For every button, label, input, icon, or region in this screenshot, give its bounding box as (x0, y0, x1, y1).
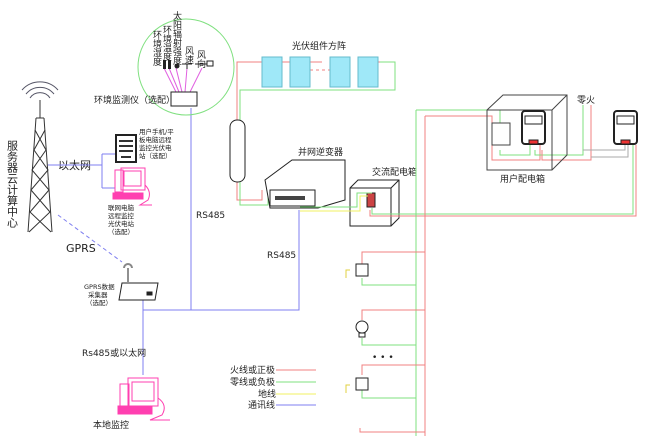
ac-wires (300, 105, 637, 436)
svg-text:远程监控: 远程监控 (108, 211, 135, 220)
legend-ground-label: 地线 (258, 388, 276, 400)
rs485-label-b: RS485 (267, 251, 296, 261)
svg-text:板电脑远程: 板电脑远程 (139, 135, 172, 144)
phone-label: 用户手机/平 板电脑远程 监控光伏电 站（选配） (139, 127, 174, 160)
env-monitor-label: 环境监测仪（选配） (94, 94, 175, 106)
local-monitor-label: 本地监控 (93, 419, 129, 431)
socket-icon-2 (345, 377, 369, 393)
svg-text:环境温度: 环境温度 (161, 25, 172, 62)
svg-text:GPRS数据: GPRS数据 (84, 282, 115, 291)
svg-text:风向: 风向 (195, 50, 206, 68)
legend-neutral-label: 零线或负极 (230, 376, 275, 388)
gprs-collector-label: GPRS数据 采集器 （选配） (84, 282, 115, 307)
server-text: 服务器云计算中心 (6, 140, 19, 228)
sensor-icons (163, 60, 214, 69)
user-distribution-box (486, 94, 568, 171)
svg-text:采集器: 采集器 (88, 290, 108, 299)
kwh-meter-icon-2 (613, 110, 638, 145)
svg-text:站（选配）: 站（选配） (139, 151, 172, 160)
user-box-label: 用户配电箱 (500, 173, 545, 185)
remote-computer-label: 联网电脑 远程监控 光伏电站 （选配） (108, 203, 135, 236)
svg-text:光伏电站: 光伏电站 (108, 219, 135, 228)
legend-live-label: 火线或正极 (230, 364, 275, 376)
sensor-labels: 环境湿度 环境温度 太阳辐射强度 风速 风向 (151, 10, 206, 68)
local-computer-icon (117, 377, 170, 421)
svg-text:（选配）: （选配） (86, 298, 112, 307)
legend-comm-label: 通讯线 (248, 399, 275, 411)
lamp-icon (355, 320, 369, 338)
inverter-icon (264, 159, 346, 209)
server-label-vertical: 服务器云计算中心 (6, 140, 19, 228)
server-tower-icon (21, 81, 59, 233)
svg-text:太阳辐射强度: 太阳辐射强度 (171, 10, 182, 66)
sensor-wires (163, 67, 203, 93)
svg-text:用户手机/平: 用户手机/平 (139, 127, 174, 136)
svg-text:（选配）: （选配） (108, 227, 134, 236)
svg-text:监控光伏电: 监控光伏电 (139, 143, 172, 152)
pv-array-label: 光伏组件方阵 (292, 40, 346, 52)
svg-text:联网电脑: 联网电脑 (108, 203, 135, 212)
pv-wires (236, 61, 396, 206)
load-wires (359, 251, 425, 433)
gprs-label: GPRS (66, 242, 96, 255)
ac-box-label: 交流配电箱 (372, 166, 417, 178)
env-monitor-box (170, 91, 198, 107)
rs485-label-a: RS485 (196, 211, 225, 221)
socket-icon (345, 263, 369, 278)
combiner-box (229, 119, 246, 183)
gprs-router-icon (118, 263, 159, 301)
legend: 火线或正极 零线或负极 地线 通讯线 (230, 364, 316, 411)
inverter-label: 并网逆变器 (298, 146, 343, 158)
env-sensor-circle (137, 18, 235, 116)
phone-icon (115, 134, 137, 163)
ellipsis: • • • (372, 353, 394, 363)
pv-panels (261, 56, 379, 88)
rs485-or-ethernet-label: Rs485或以太网 (82, 347, 146, 359)
remote-computer-icon (112, 167, 152, 206)
svg-text:风速: 风速 (183, 46, 194, 65)
svg-text:环境湿度: 环境湿度 (151, 30, 162, 67)
kwh-meter-icon (521, 110, 546, 145)
comm-lines (48, 108, 300, 375)
neutral-live-label: 零火 (577, 95, 595, 106)
